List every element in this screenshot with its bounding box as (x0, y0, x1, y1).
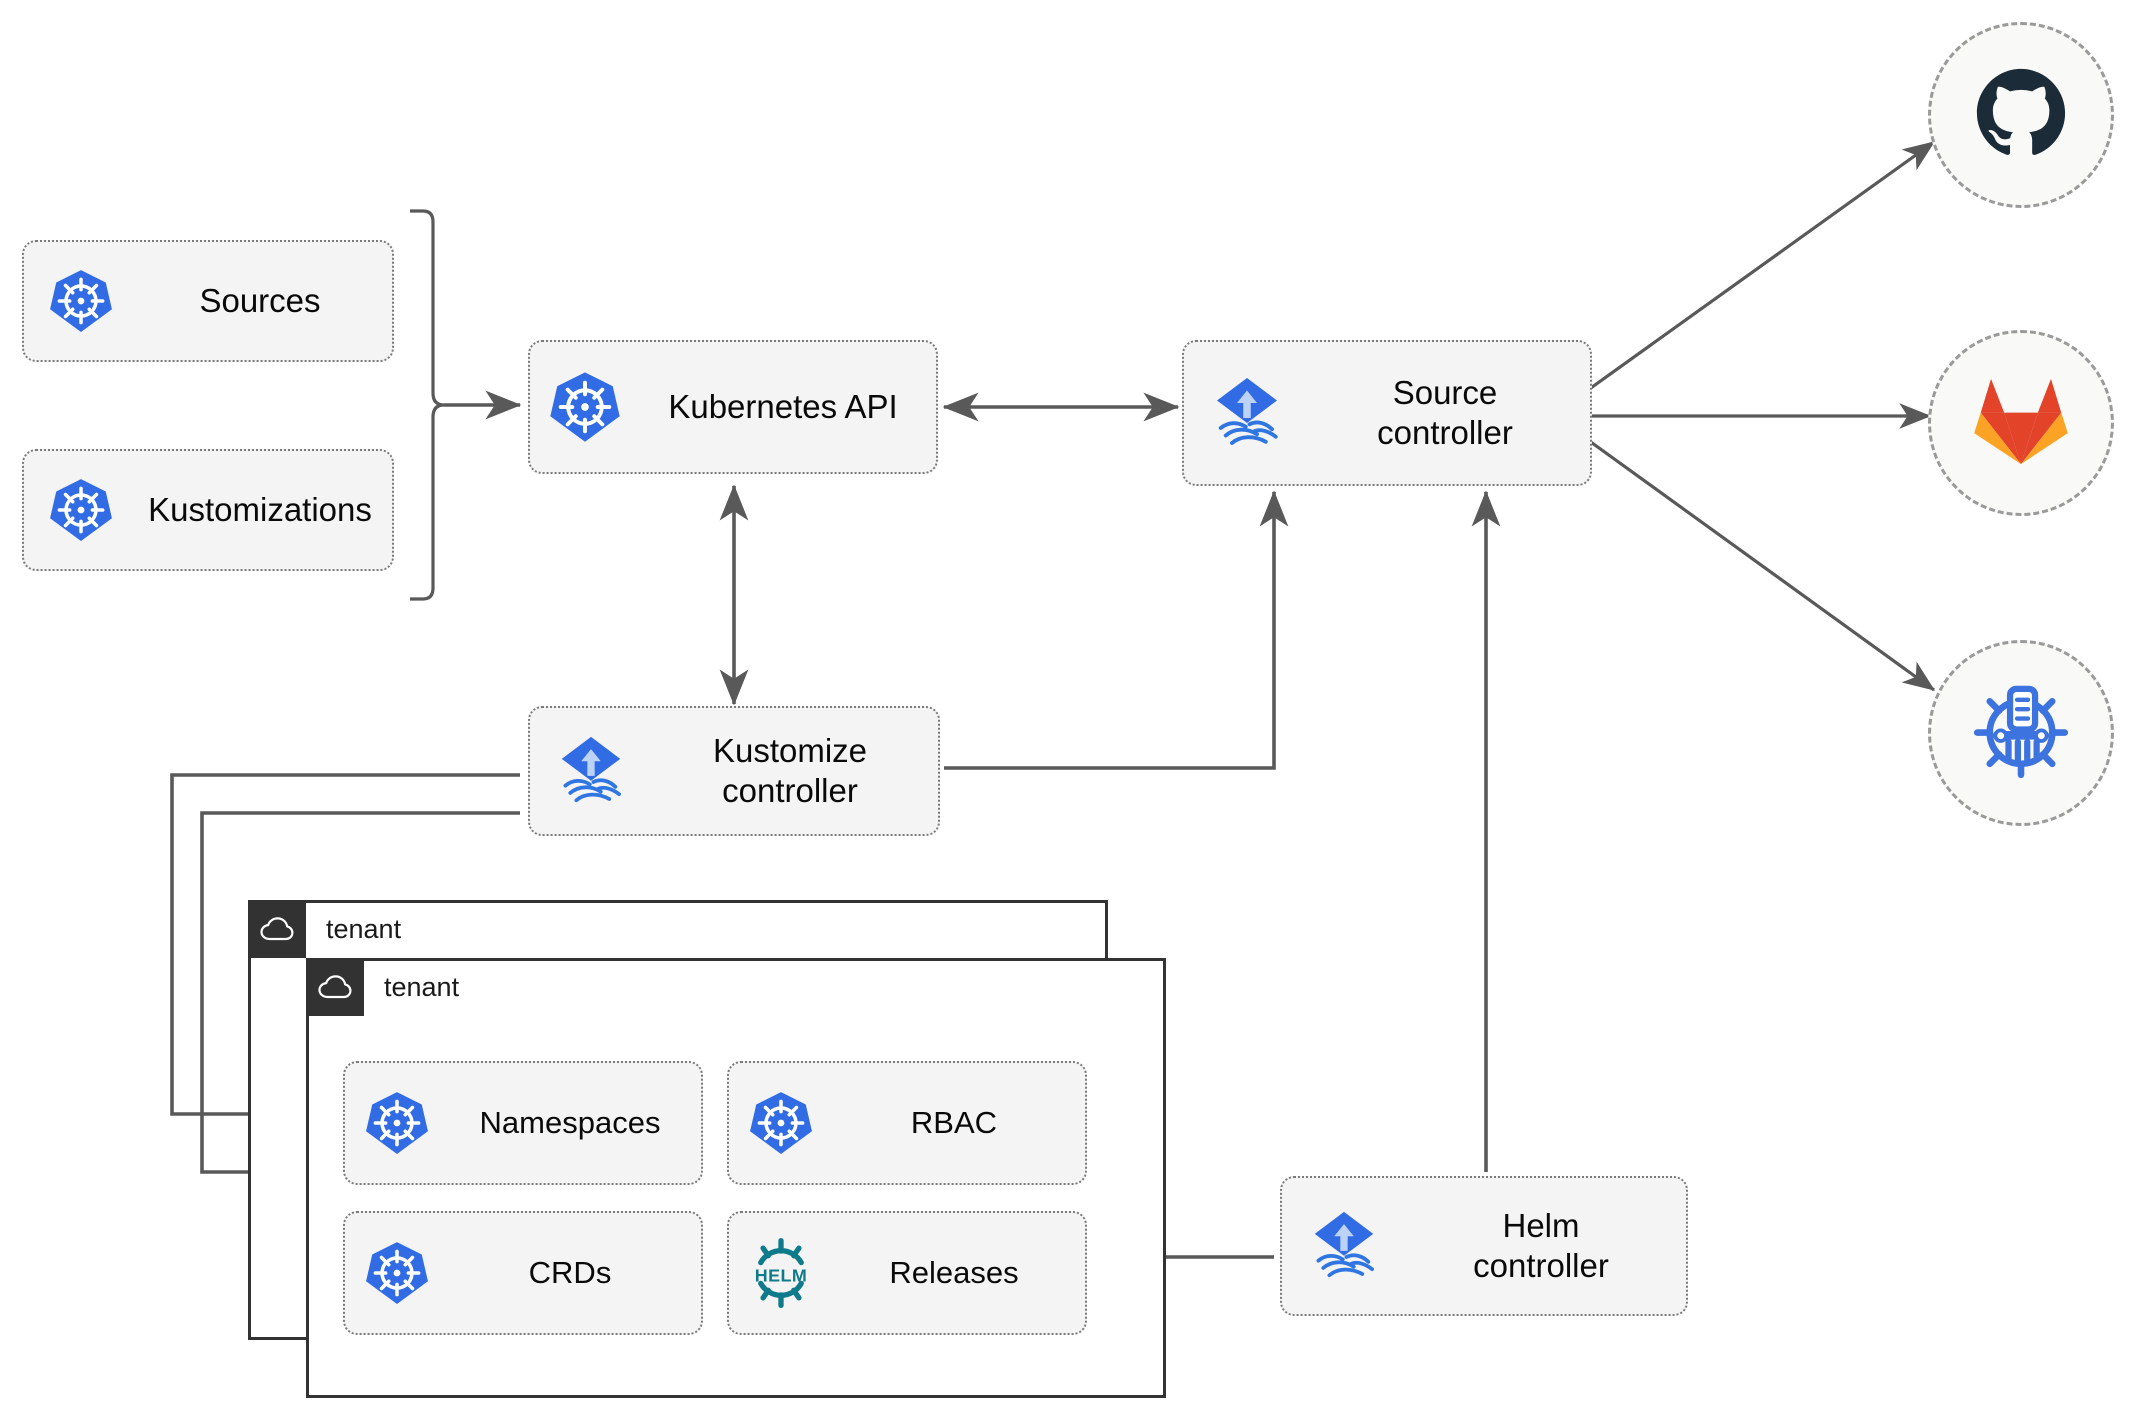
node-sources-label: Sources (199, 281, 321, 319)
endpoint-github[interactable] (1928, 22, 2114, 208)
node-rbac-label: RBAC (910, 1105, 998, 1141)
helm-repository-icon (1971, 681, 2071, 786)
flux-icon (530, 732, 652, 810)
node-kustomizations-label: Kustomizations (148, 490, 372, 528)
node-source-controller-label: Source controller (1377, 373, 1513, 451)
wire-kustomize-controller-to-source-controller (944, 490, 1289, 770)
tenant-header-back: tenant (248, 900, 401, 958)
node-kustomize-controller-label: Kustomize controller (712, 731, 868, 809)
kubernetes-icon (530, 370, 640, 444)
node-kustomizations[interactable]: Kustomizations (22, 449, 394, 571)
node-namespaces-label: Namespaces (479, 1105, 661, 1141)
node-releases[interactable]: HELM Releases (727, 1211, 1087, 1335)
svg-text:HELM: HELM (755, 1266, 808, 1286)
cloud-icon (306, 958, 364, 1016)
wire-source-controller-to-github (1587, 140, 1936, 392)
node-kubernetes-api-label: Kubernetes API (668, 387, 898, 425)
kubernetes-icon (24, 477, 138, 543)
wire-inputs-bracket (410, 209, 445, 601)
node-namespaces[interactable]: Namespaces (343, 1061, 703, 1185)
tenant-label-front: tenant (384, 971, 460, 1002)
node-kustomize-controller[interactable]: Kustomize controller (528, 706, 940, 836)
node-helm-controller[interactable]: Helm controller (1280, 1176, 1688, 1316)
flux-icon (1282, 1207, 1406, 1285)
node-source-controller[interactable]: Source controller (1182, 340, 1592, 486)
node-sources[interactable]: Sources (22, 240, 394, 362)
cloud-icon (248, 900, 306, 958)
kubernetes-icon (729, 1090, 833, 1156)
tenant-frame-front[interactable]: tenant Namespaces (306, 958, 1166, 1398)
helm-icon: HELM (729, 1236, 833, 1310)
flux-icon (1184, 373, 1310, 453)
node-kubernetes-api[interactable]: Kubernetes API (528, 340, 938, 474)
github-icon (1975, 67, 2067, 164)
node-crds[interactable]: CRDs (343, 1211, 703, 1335)
kubernetes-icon (24, 268, 138, 334)
kubernetes-icon (345, 1240, 449, 1306)
node-rbac[interactable]: RBAC (727, 1061, 1087, 1185)
node-helm-controller-label: Helm controller (1473, 1206, 1609, 1284)
endpoint-gitlab[interactable] (1928, 330, 2114, 516)
tenant-header-front: tenant (306, 958, 459, 1016)
kubernetes-icon (345, 1090, 449, 1156)
node-releases-label: Releases (889, 1255, 1019, 1291)
node-crds-label: CRDs (528, 1255, 612, 1291)
wire-source-controller-to-bucket (1587, 438, 1936, 692)
endpoint-helm-repository[interactable] (1928, 640, 2114, 826)
gitlab-icon (1974, 377, 2068, 470)
tenant-label-back: tenant (326, 913, 402, 944)
